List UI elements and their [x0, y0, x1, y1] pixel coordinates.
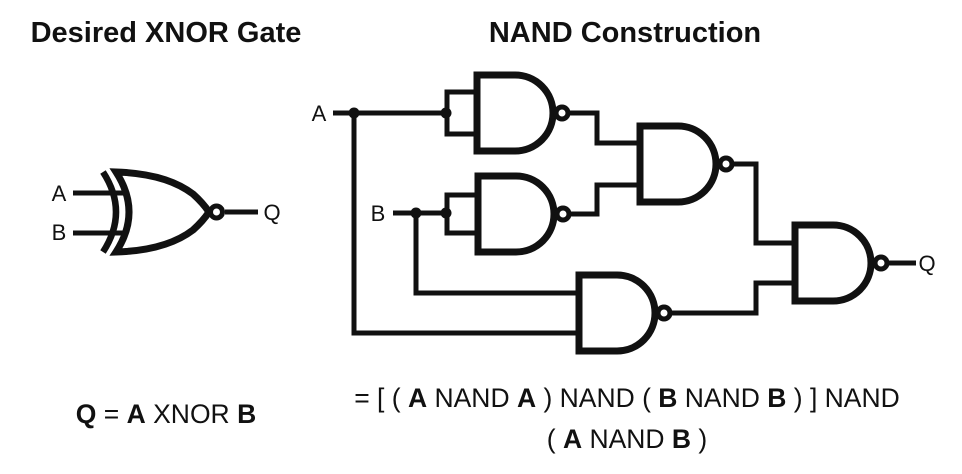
nand-gate-5-body	[791, 221, 875, 305]
xnor-input-b-label: B	[52, 220, 67, 245]
junction-dot-b	[410, 207, 422, 219]
nand-gate-1-body	[473, 71, 557, 155]
wire-gate2-to-gate3	[571, 182, 645, 217]
wire-a-to-gate4	[351, 113, 583, 336]
nand-gate-1	[473, 71, 571, 155]
nand-gate-3	[636, 122, 735, 206]
nand-formula-line2: ( A NAND B )	[546, 424, 708, 454]
xnor-output-label: Q	[263, 200, 280, 225]
wire-b-to-gate4	[413, 213, 583, 296]
xnor-circuit: A B Q	[52, 168, 281, 256]
nand-input-b-label: B	[371, 201, 386, 226]
wire-gate4-to-gate5	[672, 280, 799, 316]
nand-gate-2	[474, 172, 572, 256]
xnor-inversion-bubble	[208, 203, 225, 221]
nand-gate-5	[791, 221, 890, 305]
nand-gate-4-body	[575, 271, 659, 355]
right-panel-title: NAND Construction	[488, 17, 762, 49]
xnor-input-a-label: A	[52, 181, 67, 206]
nand-gate-2-bubble	[554, 205, 572, 223]
nand-gate-3-bubble	[717, 155, 735, 173]
nand-output-q-label: Q	[918, 251, 935, 276]
xnor-gate-body	[109, 168, 214, 256]
nand-formula-line1: = [ ( A NAND A ) NAND ( B NAND B ) ] NAN…	[354, 383, 900, 413]
nand-circuit: A B Q	[312, 71, 936, 355]
nand-input-a-label: A	[312, 101, 327, 126]
wire-gate3-to-gate5	[734, 161, 799, 246]
nand-gate-3-body	[636, 122, 720, 206]
junction-dot-a	[348, 107, 360, 119]
left-panel-title: Desired XNOR Gate	[30, 17, 302, 49]
nand-gate-5-bubble	[872, 254, 890, 272]
nand-gate-4-bubble	[655, 304, 673, 322]
nand-gate-2-body	[474, 172, 558, 256]
junction-dot-a-fork	[440, 107, 452, 119]
nand-gate-4	[575, 271, 673, 355]
wire-gate1-to-gate3	[570, 110, 645, 146]
junction-dot-b-fork	[440, 207, 452, 219]
xnor-formula: Q = A XNOR B	[75, 399, 257, 429]
nand-gate-1-bubble	[553, 104, 571, 122]
xnor-extra-back-curve	[100, 170, 120, 254]
